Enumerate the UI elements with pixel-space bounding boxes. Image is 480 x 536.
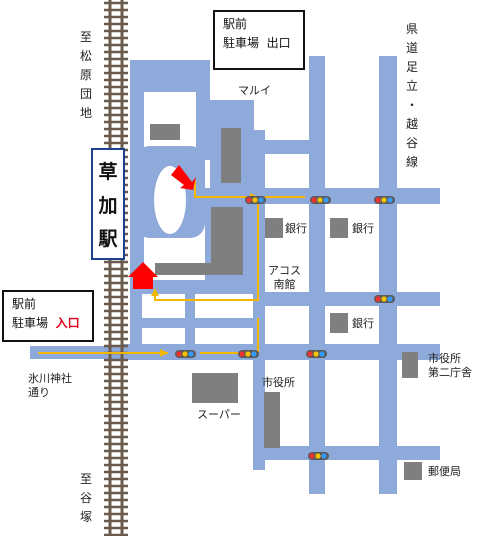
road-kendo xyxy=(379,56,397,494)
matsubara-char: 地 xyxy=(79,106,92,120)
building-supermarket xyxy=(192,373,238,403)
station-name-char: 駅 xyxy=(98,228,118,251)
kendo-char: 立 xyxy=(405,79,418,93)
label-acos-line2: 南館 xyxy=(273,277,296,291)
label-marui: マルイ xyxy=(238,84,271,97)
label-to-yatsuka: 至谷塚 xyxy=(78,470,94,527)
exit-callout-parking: 駐車場 xyxy=(223,35,260,50)
entrance-callout-line1: 駅前 xyxy=(12,297,37,311)
matsubara-char: 団 xyxy=(79,87,92,101)
matsubara-char: 原 xyxy=(79,68,92,82)
traffic-light-icon xyxy=(310,196,331,204)
traffic-light-icon xyxy=(306,350,327,358)
station-name-char: 草 xyxy=(98,160,118,183)
label-bank3: 銀行 xyxy=(352,317,374,330)
soka-station-sign: 草加駅 xyxy=(91,148,125,260)
label-kendo: 県道足立・越谷線 xyxy=(404,20,420,172)
building-city-hall2 xyxy=(402,352,418,378)
building-acos xyxy=(211,207,243,275)
entrance-callout-entrance: 入口 xyxy=(55,315,80,330)
building-bank2 xyxy=(330,218,348,238)
exit-callout-line1: 駅前 xyxy=(223,17,248,31)
exit-callout-exit: 出口 xyxy=(266,35,291,50)
entrance-arrow xyxy=(128,262,158,289)
kendo-char: 道 xyxy=(405,41,418,55)
label-city-hall2: 市役所 第二庁舎 xyxy=(428,352,472,380)
label-post-office: 郵便局 xyxy=(428,465,461,478)
kendo-char: ・ xyxy=(405,98,418,112)
route-exit xyxy=(194,181,250,198)
label-hikawa-line1: 氷川神社 xyxy=(28,372,72,385)
label-hikawa: 氷川神社 通り xyxy=(28,372,72,400)
kendo-char: 谷 xyxy=(405,136,418,150)
matsubara-char: 松 xyxy=(79,49,92,63)
yatsuka-char: 谷 xyxy=(79,491,92,505)
plaza-oval xyxy=(154,166,186,234)
traffic-lights xyxy=(175,196,395,460)
entrance-callout-parking: 駐車場 xyxy=(12,315,49,330)
traffic-light-icon xyxy=(238,350,259,358)
traffic-light-icon xyxy=(308,452,329,460)
label-hikawa-line2: 通り xyxy=(28,385,50,399)
traffic-light-icon xyxy=(374,295,395,303)
traffic-light-icon xyxy=(175,350,196,358)
railway xyxy=(104,0,128,536)
label-supermarket: スーパー xyxy=(197,408,241,421)
label-city-hall: 市役所 xyxy=(262,376,295,389)
red-arrows xyxy=(128,165,196,289)
entrance-callout: 駅前 駐車場 入口 xyxy=(2,290,94,342)
matsubara-char: 至 xyxy=(79,30,92,44)
label-bank2: 銀行 xyxy=(352,222,374,235)
kendo-char: 足 xyxy=(405,60,418,74)
label-acos-line1: アコス xyxy=(268,264,301,277)
exit-callout: 駅前 駐車場 出口 xyxy=(213,10,305,70)
label-bank1: 銀行 xyxy=(285,222,307,235)
road-middle xyxy=(309,56,325,494)
kendo-char: 線 xyxy=(405,155,418,169)
building-north xyxy=(150,124,180,140)
building-post-office xyxy=(404,462,422,480)
traffic-light-icon xyxy=(374,196,395,204)
road-main-2 xyxy=(122,344,440,360)
yatsuka-char: 塚 xyxy=(79,510,92,524)
label-acos: アコス 南館 xyxy=(268,264,301,292)
label-city-hall2-line1: 市役所 xyxy=(428,352,461,365)
label-to-matsubara: 至松原団地 xyxy=(78,28,94,123)
yatsuka-char: 至 xyxy=(79,472,92,486)
kendo-char: 越 xyxy=(405,117,418,131)
building-marui xyxy=(221,128,241,183)
exit-arrow xyxy=(171,165,196,190)
buildings xyxy=(150,124,422,480)
station-name-char: 加 xyxy=(98,194,118,217)
building-bank3 xyxy=(330,313,348,333)
building-bank1 xyxy=(265,218,283,238)
traffic-light-icon xyxy=(245,196,266,204)
label-city-hall2-line2: 第二庁舎 xyxy=(428,365,472,379)
building-city-hall xyxy=(264,392,280,448)
kendo-char: 県 xyxy=(405,22,418,36)
